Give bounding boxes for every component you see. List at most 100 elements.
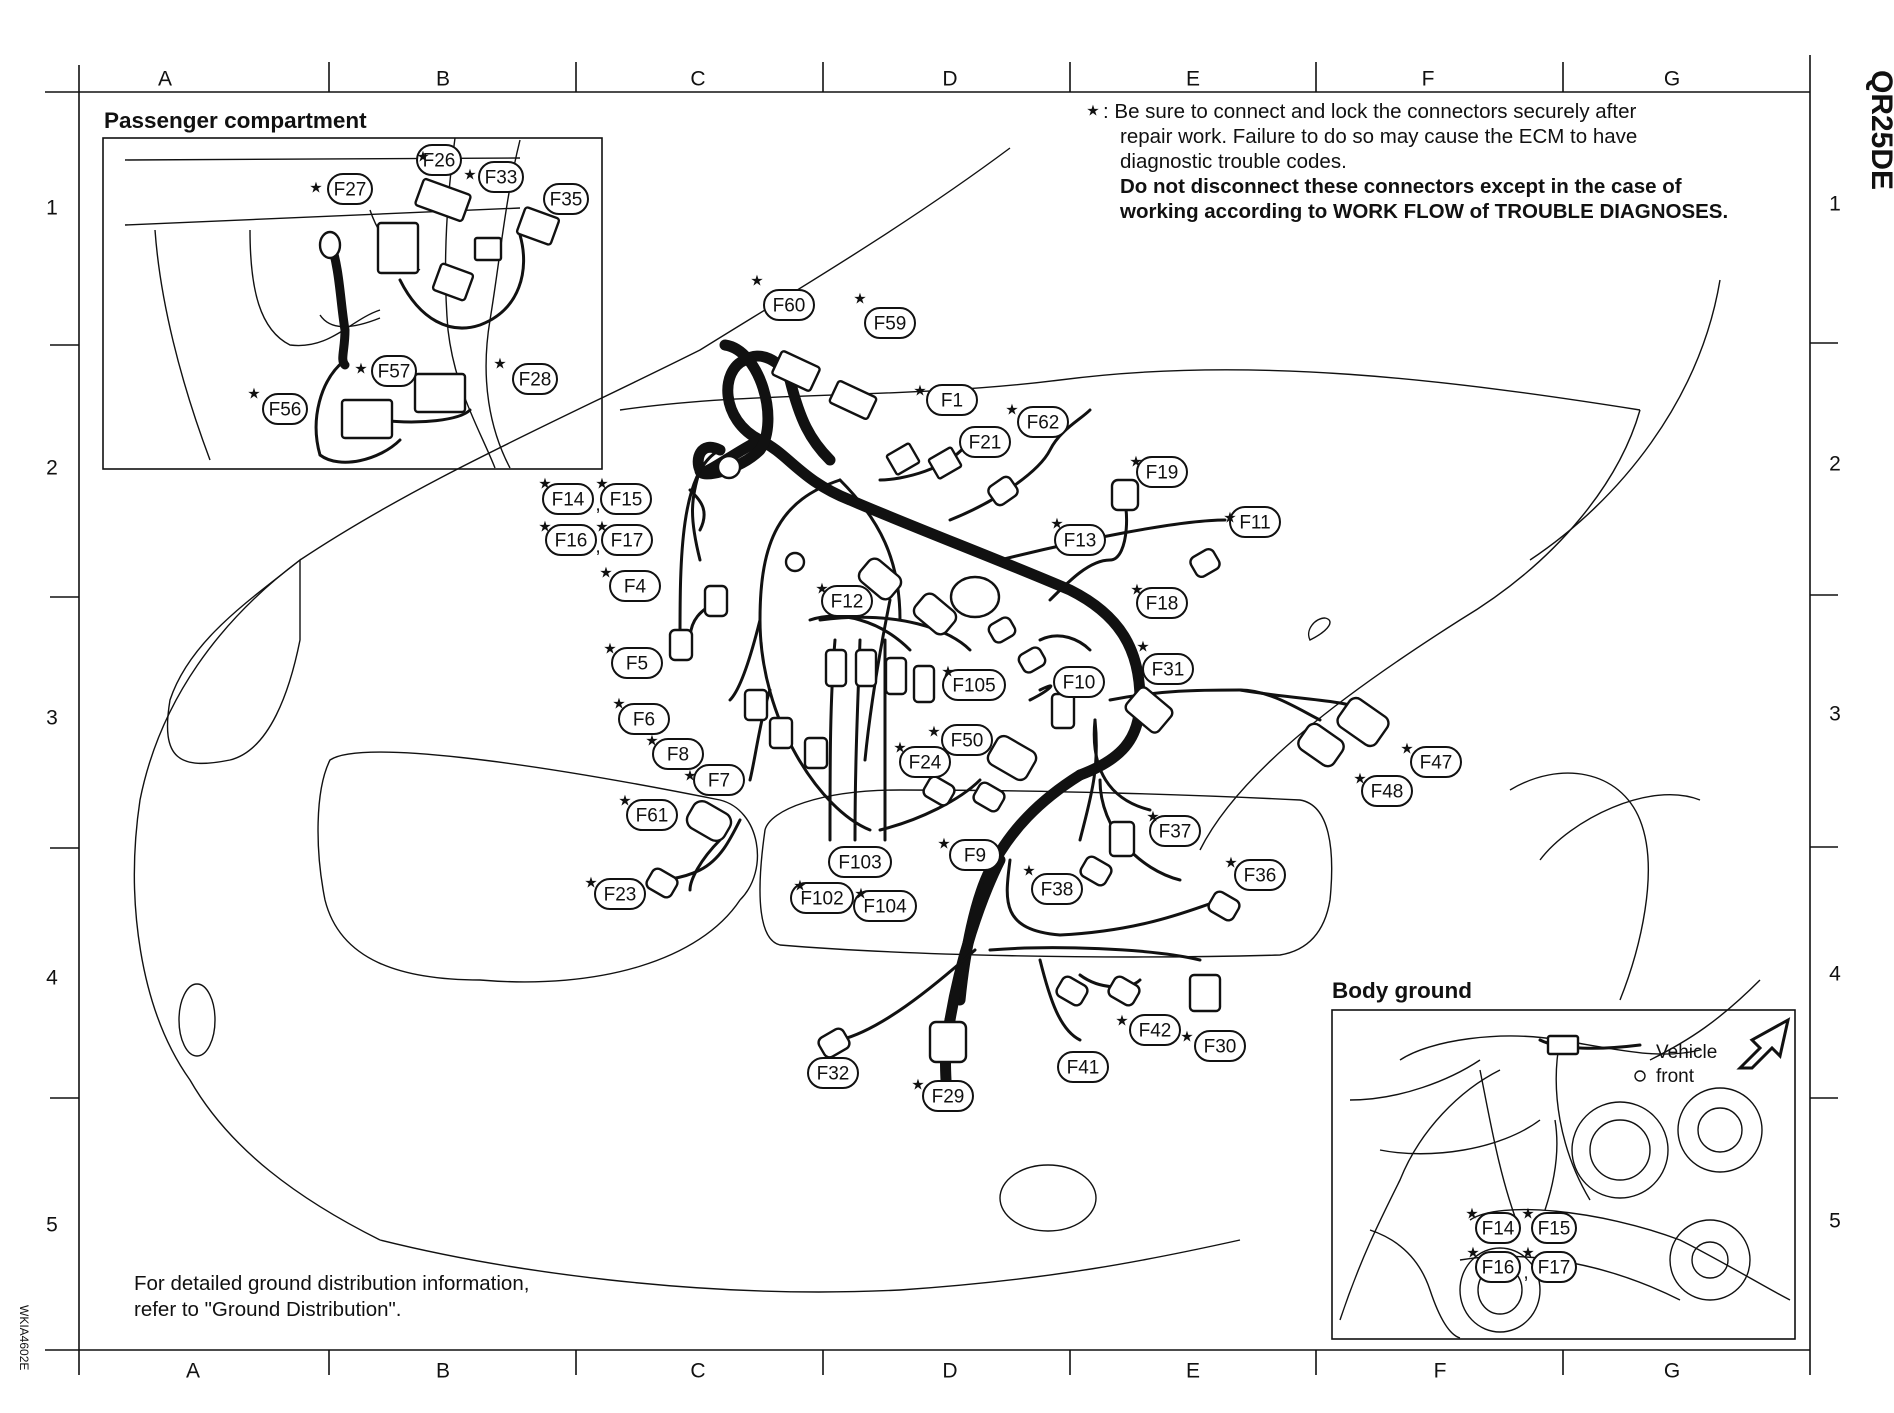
connector-label-f50: F50 [951,731,984,752]
lock-note-star: ★ [493,356,506,373]
connector-callout-f29 [922,1080,974,1112]
lock-note-star: ★ [603,641,616,658]
lock-note-star: ★ [618,793,631,810]
row-label-left: 4 [46,967,58,990]
pc-connector-label-f27: F27 [334,180,367,201]
body-ground-inset: Body ground Vehicle front [1331,978,1796,1340]
note-line-2: repair work. Failure to do so may cause … [1120,125,1637,148]
vehicle-front-label-1: Vehicle [1656,1042,1717,1063]
row-label-left: 3 [46,707,58,730]
connector-callout-f18 [1136,587,1188,619]
connector-callout-f13 [1054,524,1106,556]
pc-connector-label-f35: F35 [550,190,583,211]
note-line-3: diagnostic trouble codes. [1120,150,1347,173]
note-line-4: Do not disconnect these connectors excep… [1120,175,1682,198]
connector-label-f7: F7 [708,771,730,792]
vehicle-front-arrow-icon [1736,1017,1791,1070]
connector-label-f59: F59 [874,314,907,335]
lock-note-star: ★ [853,291,866,308]
connector-label-f1: F1 [941,391,963,412]
column-label-bottom: A [186,1360,200,1383]
label-separator: , [595,537,600,558]
connector-callout-f60 [763,289,815,321]
connector-callout-f36 [1234,859,1286,891]
column-label-bottom: G [1664,1360,1680,1383]
lock-note-star: ★ [1180,1029,1193,1046]
connector-callout-f31 [1142,653,1194,685]
connector-callout-f103 [828,846,892,878]
connector-callout-f4 [609,570,661,602]
connector-callout-f47 [1410,746,1462,778]
connector-label-f37: F37 [1159,822,1192,843]
connector-callouts: F60★F59★F1★F62★F21F19★F11★F14★F15★F16★F1… [538,273,1462,1112]
bg-connector-callout-f17 [1531,1251,1577,1283]
connector-callout-f38 [1031,873,1083,905]
column-label-top: A [158,68,172,91]
connector-callout-f15 [600,483,652,515]
connector-label-f103: F103 [838,853,881,874]
column-label-bottom: C [690,1360,705,1383]
lock-note-star: ★ [750,273,763,290]
lock-note-star: ★ [815,581,828,598]
bg-connector-label-f17: F17 [1538,1258,1571,1279]
column-label-bottom: B [436,1360,450,1383]
body-ground-title: Body ground [1332,978,1472,1003]
passenger-compartment-title: Passenger compartment [104,108,367,133]
lock-note-star: ★ [595,519,608,536]
connector-callout-f19 [1136,456,1188,488]
connector-label-f23: F23 [604,885,637,906]
vehicle-front-label-2: front [1656,1066,1695,1087]
lock-note-star: ★ [927,724,940,741]
connector-label-f9: F9 [964,846,986,867]
connector-callout-f62 [1017,406,1069,438]
lock-note-star: ★ [1400,741,1413,758]
row-label-right: 4 [1829,963,1841,986]
bg-connector-callout-f14 [1475,1212,1521,1244]
connector-label-f102: F102 [800,889,843,910]
connector-callout-f42 [1129,1014,1181,1046]
note-line-5: working according to WORK FLOW of TROUBL… [1119,200,1728,223]
connector-label-f32: F32 [817,1064,850,1085]
connector-label-f47: F47 [1420,753,1453,774]
lock-note-star: ★ [247,386,260,403]
lock-note-star: ★ [1022,863,1035,880]
connector-label-f11: F11 [1239,513,1270,534]
connector-label-f17: F17 [611,531,644,552]
connector-callout-f11 [1229,506,1281,538]
connector-label-f13: F13 [1064,531,1097,552]
connector-label-f10: F10 [1063,673,1096,694]
lock-note-star: ★ [1521,1245,1534,1262]
footer-note-line-2: refer to "Ground Distribution". [134,1298,402,1321]
connector-callout-f41 [1057,1051,1109,1083]
row-label-right: 5 [1829,1210,1841,1233]
bg-connector-label-f16: F16 [1482,1258,1515,1279]
connector-callout-f102 [790,882,854,914]
connector-callout-f23 [594,878,646,910]
lock-note-star: ★ [416,149,429,166]
lock-note-star: ★ [893,740,906,757]
note-star: ★ [1086,103,1099,120]
lock-note-star: ★ [1224,855,1237,872]
lock-note-star: ★ [538,476,551,493]
footer-note: For detailed ground distribution informa… [134,1272,529,1321]
connector-callout-f6 [618,703,670,735]
connector-label-f18: F18 [1146,594,1179,615]
connector-label-f8: F8 [667,745,689,766]
lock-note-star: ★ [1005,402,1018,419]
connector-label-f6: F6 [633,710,655,731]
pc-connector-callout-f57 [371,355,417,387]
column-label-bottom: D [942,1360,957,1383]
lock-note-star: ★ [1223,510,1236,527]
connector-label-f12: F12 [831,592,864,613]
lock-note-star: ★ [941,664,954,681]
lock-note-star: ★ [595,476,608,493]
pc-connector-label-f28: F28 [519,370,552,391]
connector-callout-f61 [626,799,678,831]
grid-frame [45,55,1838,1375]
column-label-top: D [942,68,957,91]
